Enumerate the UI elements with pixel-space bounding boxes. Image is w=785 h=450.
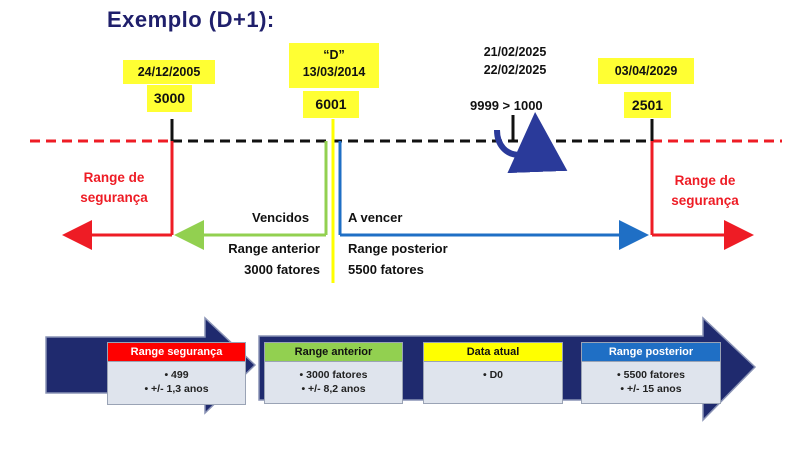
rollover-date-1: 21/02/2025: [483, 45, 547, 59]
d-label-text: “D”: [323, 48, 345, 62]
d-value-label: 6001: [303, 91, 359, 118]
page-title: Exemplo (D+1):: [107, 7, 275, 32]
box-safety-line-2: • +/- 1,3 anos: [144, 383, 209, 395]
safety-right-line-1: Range de: [674, 173, 736, 188]
box-range-next: Range posterior • 5500 fatores • +/- 15 …: [581, 342, 721, 404]
safety-left-line-1: Range de: [83, 170, 145, 185]
box-safety-header: Range segurança: [108, 343, 245, 362]
box-previous-line-2: • +/- 8,2 anos: [301, 383, 366, 395]
expired-label: Vencidos: [252, 210, 310, 225]
box-safety-body: • 499 • +/- 1,3 anos: [108, 362, 245, 396]
range-next-line-1: Range posterior: [348, 241, 448, 256]
right-value-label: 2501: [624, 92, 671, 118]
box-next-line-2: • +/- 15 anos: [620, 383, 682, 395]
box-current-header: Data atual: [424, 343, 562, 362]
range-previous-line-2: 3000 fatores: [244, 262, 320, 277]
box-previous-line-1: • 3000 fatores: [299, 369, 368, 381]
box-previous-header: Range anterior: [265, 343, 402, 362]
rollover-dates: 21/02/2025 22/02/2025: [470, 43, 560, 79]
box-current-line-1: • D0: [482, 369, 503, 381]
box-previous-body: • 3000 fatores • +/- 8,2 anos: [265, 362, 402, 396]
timeline-diagram: [30, 112, 782, 283]
box-next-header: Range posterior: [582, 343, 720, 362]
safety-right-label: Range de segurança: [655, 171, 755, 211]
left-value-label: 3000: [147, 85, 192, 112]
safety-left-line-2: segurança: [80, 190, 148, 205]
safety-left-label: Range de segurança: [64, 168, 164, 208]
range-next-label: Range posterior 5500 fatores: [348, 238, 488, 280]
range-next-line-2: 5500 fatores: [348, 262, 424, 277]
box-range-previous: Range anterior • 3000 fatores • +/- 8,2 …: [264, 342, 403, 404]
box-next-line-1: • 5500 fatores: [617, 369, 685, 381]
left-date-label: 24/12/2005: [123, 60, 215, 84]
box-next-body: • 5500 fatores • +/- 15 anos: [582, 362, 720, 396]
range-previous-line-1: Range anterior: [228, 241, 320, 256]
range-previous-label: Range anterior 3000 fatores: [192, 238, 320, 280]
box-current-date: Data atual • D0: [423, 342, 563, 404]
box-safety-line-1: • 499: [164, 369, 189, 381]
safety-right-line-2: segurança: [671, 193, 739, 208]
box-safety-range: Range segurança • 499 • +/- 1,3 anos: [107, 342, 246, 405]
box-current-body: • D0: [424, 362, 562, 382]
right-date-label: 03/04/2029: [598, 58, 694, 84]
rollover-text: 9999 > 1000: [470, 98, 543, 113]
rollover-curve-icon: [494, 112, 568, 174]
d-date-text: 13/03/2014: [302, 65, 366, 79]
to-expire-label: A vencer: [348, 210, 403, 225]
d-label: “D” 13/03/2014: [289, 43, 379, 88]
rollover-date-2: 22/02/2025: [483, 63, 547, 77]
